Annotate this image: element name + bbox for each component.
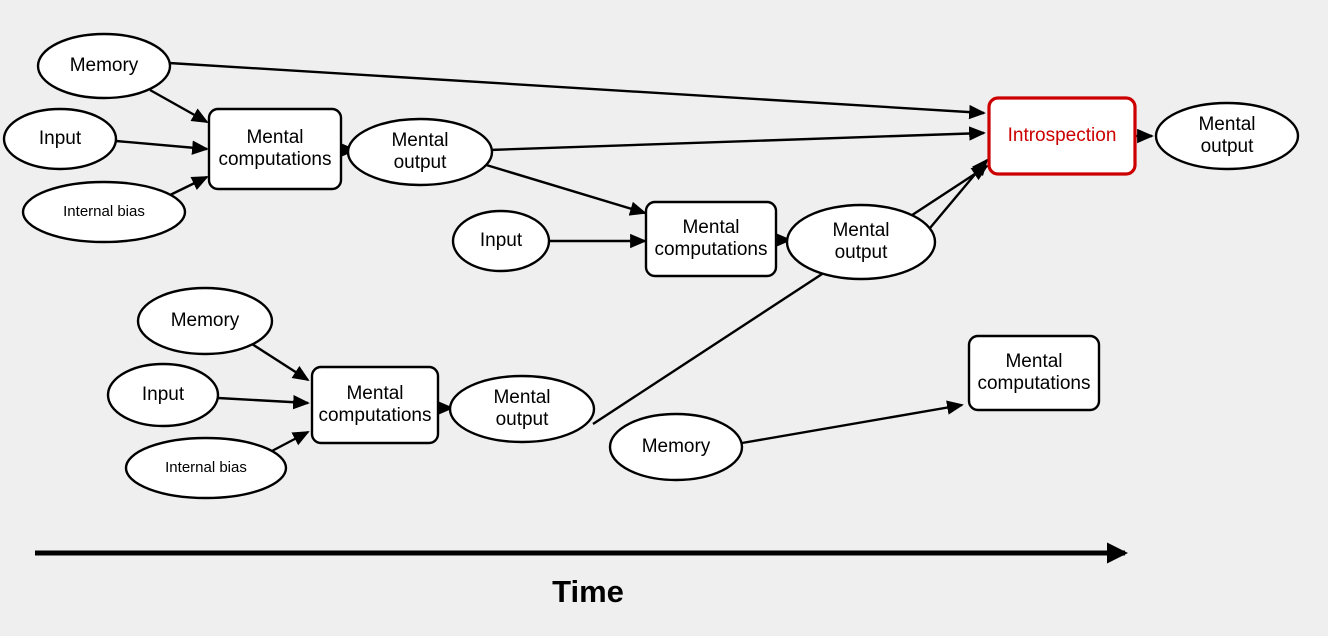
time-axis-label: Time — [552, 574, 624, 609]
edge-arrow — [168, 61, 986, 120]
node-shape-input[interactable] — [106, 362, 220, 428]
edge-arrow — [217, 394, 310, 410]
edges-layer — [115, 61, 1154, 454]
node-internal-bias[interactable]: Internal bias — [21, 180, 187, 244]
node-shape-mental-output[interactable] — [1154, 101, 1300, 171]
edge-arrow — [149, 88, 209, 124]
edge-arrow — [269, 430, 310, 454]
edge-arrow — [592, 164, 989, 426]
node-internal-bias[interactable]: Internal bias — [124, 436, 288, 500]
node-shape-input[interactable] — [451, 209, 551, 273]
node-memory[interactable]: Memory — [136, 286, 274, 356]
edge-arrow — [482, 162, 647, 216]
node-memory[interactable]: Memory — [36, 32, 172, 100]
edge-arrow — [251, 342, 310, 382]
node-introspection[interactable]: Introspection — [987, 96, 1137, 176]
edge-arrow — [488, 126, 986, 152]
node-shape-mental-computations[interactable] — [644, 200, 778, 278]
node-input[interactable]: Input — [106, 362, 220, 428]
node-shape-introspection[interactable] — [987, 96, 1137, 176]
edge-arrow — [167, 175, 209, 198]
node-input[interactable]: Input — [2, 107, 118, 171]
time-axis: Time — [35, 542, 1129, 609]
node-memory[interactable]: Memory — [608, 412, 744, 482]
node-shape-mental-output[interactable] — [448, 374, 596, 444]
edge-arrow — [115, 139, 209, 155]
node-shape-mental-computations[interactable] — [967, 334, 1101, 412]
node-shape-memory[interactable] — [136, 286, 274, 356]
node-shape-internal-bias[interactable] — [124, 436, 288, 500]
node-shape-memory[interactable] — [608, 412, 744, 482]
node-shape-internal-bias[interactable] — [21, 180, 187, 244]
node-input[interactable]: Input — [451, 209, 551, 273]
node-shape-mental-output[interactable] — [346, 117, 494, 187]
edge-arrow — [741, 400, 964, 445]
node-shape-mental-computations[interactable] — [207, 107, 343, 191]
node-shape-mental-output[interactable] — [785, 203, 937, 281]
node-shape-input[interactable] — [2, 107, 118, 171]
node-shape-mental-computations[interactable] — [310, 365, 440, 445]
node-shape-memory[interactable] — [36, 32, 172, 100]
